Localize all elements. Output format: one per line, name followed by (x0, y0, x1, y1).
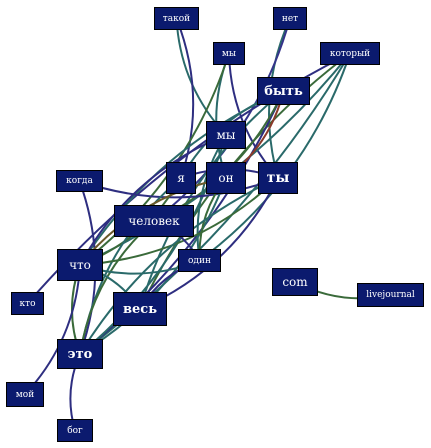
edge-my-chto (79, 134, 227, 266)
node-eto[interactable]: это (57, 339, 103, 369)
node-kogda[interactable]: когда (56, 170, 103, 192)
node-ty[interactable]: ты (258, 162, 298, 194)
node-on[interactable]: он (206, 162, 246, 194)
edge-takoy-ya (175, 18, 195, 179)
node-kotoryy[interactable]: который (320, 42, 380, 65)
node-byt[interactable]: быть (257, 77, 310, 105)
node-ya[interactable]: я (166, 162, 196, 194)
node-chelovek[interactable]: человек (114, 205, 194, 237)
node-bog[interactable]: бог (57, 419, 93, 442)
node-my-small[interactable]: мы (213, 42, 245, 65)
node-net[interactable]: нет (273, 7, 307, 30)
edge-on-eto (79, 177, 227, 355)
edge-ty-eto (79, 177, 279, 355)
node-moy[interactable]: мой (6, 382, 44, 407)
node-my[interactable]: мы (206, 121, 246, 149)
node-com[interactable]: com (272, 268, 318, 296)
node-takoy[interactable]: такой (154, 7, 199, 30)
edge-kogda-ty (79, 177, 279, 199)
node-kto[interactable]: кто (11, 292, 44, 315)
edge-takoy-my (175, 18, 227, 136)
edge-ty-chto (79, 177, 279, 266)
edge-chelovek-eto (79, 220, 155, 355)
node-chto[interactable]: что (57, 249, 103, 281)
node-ves[interactable]: весь (113, 292, 167, 326)
node-odin[interactable]: один (178, 249, 221, 272)
node-livejournal[interactable]: livejournal (357, 283, 424, 307)
edge-chto-moy (24, 264, 81, 396)
